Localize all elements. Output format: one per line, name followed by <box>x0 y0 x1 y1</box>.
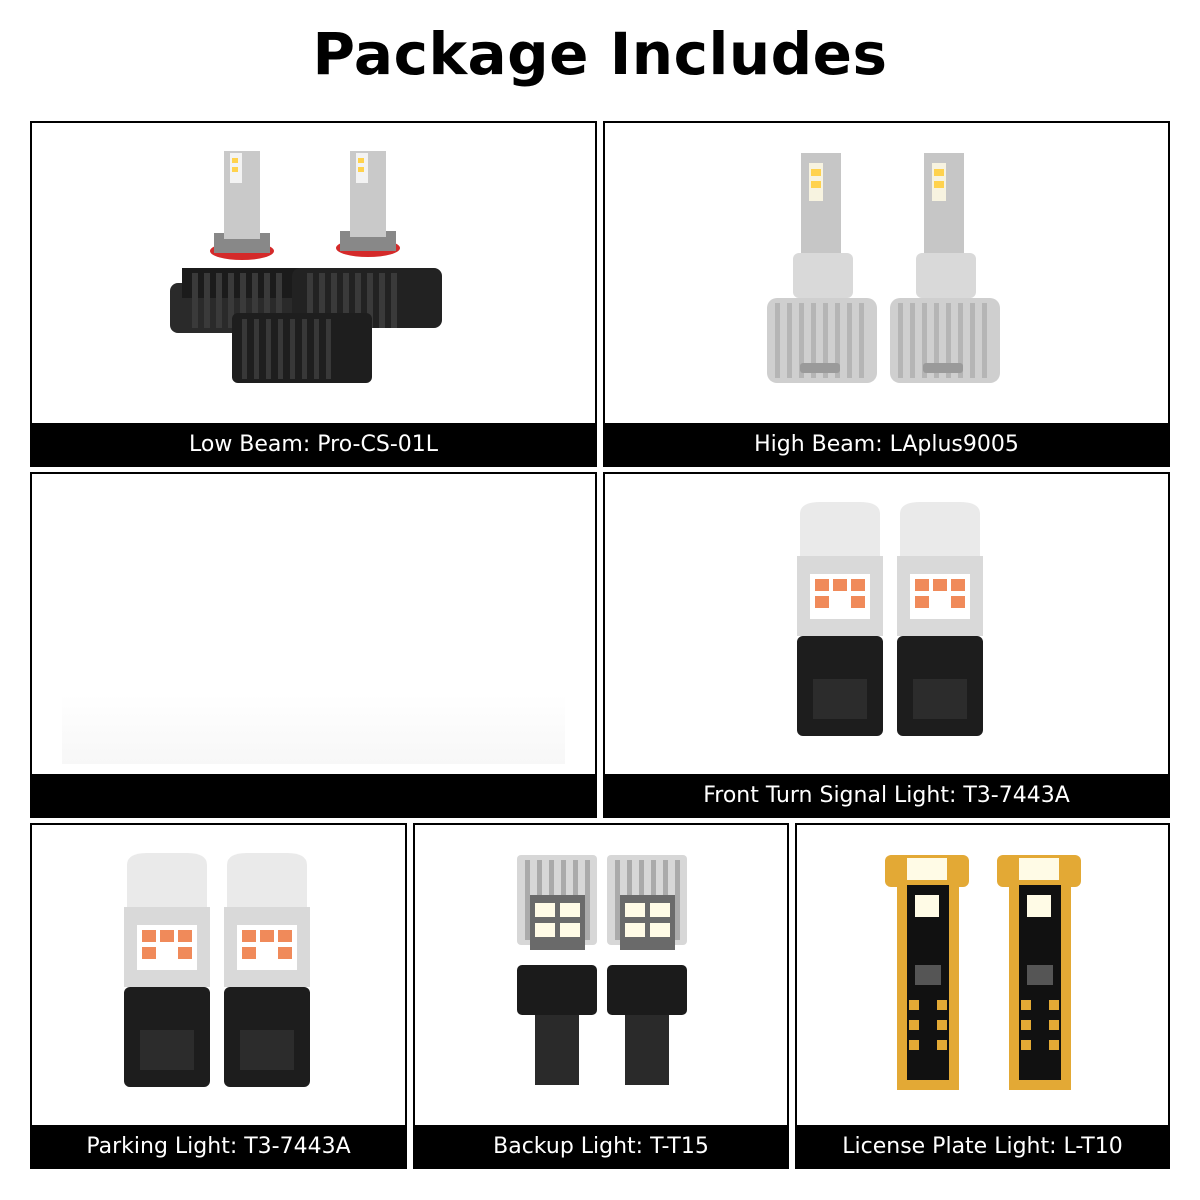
panel-caption: Backup Light: T-T15 <box>415 1125 787 1167</box>
panel-caption <box>32 774 595 816</box>
panel-blank <box>30 472 597 818</box>
t10-led-bulb-pair-icon <box>797 825 1168 1125</box>
9005-led-headlight-bulb-pair-icon <box>605 123 1168 423</box>
panel-caption: Low Beam: Pro-CS-01L <box>32 423 595 465</box>
panel-front-turn-signal: Front Turn Signal Light: T3-7443A <box>603 472 1170 818</box>
panel-caption: Parking Light: T3-7443A <box>32 1125 405 1167</box>
h11-led-headlight-bulb-pair-icon <box>32 123 595 423</box>
7443-amber-led-bulb-pair-icon <box>605 474 1168 774</box>
blank-image-area <box>62 694 565 764</box>
panel-caption: Front Turn Signal Light: T3-7443A <box>605 774 1168 816</box>
panel-backup-light: Backup Light: T-T15 <box>413 823 789 1169</box>
panel-caption: High Beam: LAplus9005 <box>605 423 1168 465</box>
t15-white-led-bulb-pair-icon <box>415 825 787 1125</box>
panel-low-beam: Low Beam: Pro-CS-01L <box>30 121 597 467</box>
panel-license-plate-light: License Plate Light: L-T10 <box>795 823 1170 1169</box>
page-title: Package Includes <box>312 20 888 88</box>
7443-amber-led-bulb-pair-icon <box>32 825 405 1125</box>
panel-parking-light: Parking Light: T3-7443A <box>30 823 407 1169</box>
panel-caption: License Plate Light: L-T10 <box>797 1125 1168 1167</box>
panel-high-beam: High Beam: LAplus9005 <box>603 121 1170 467</box>
